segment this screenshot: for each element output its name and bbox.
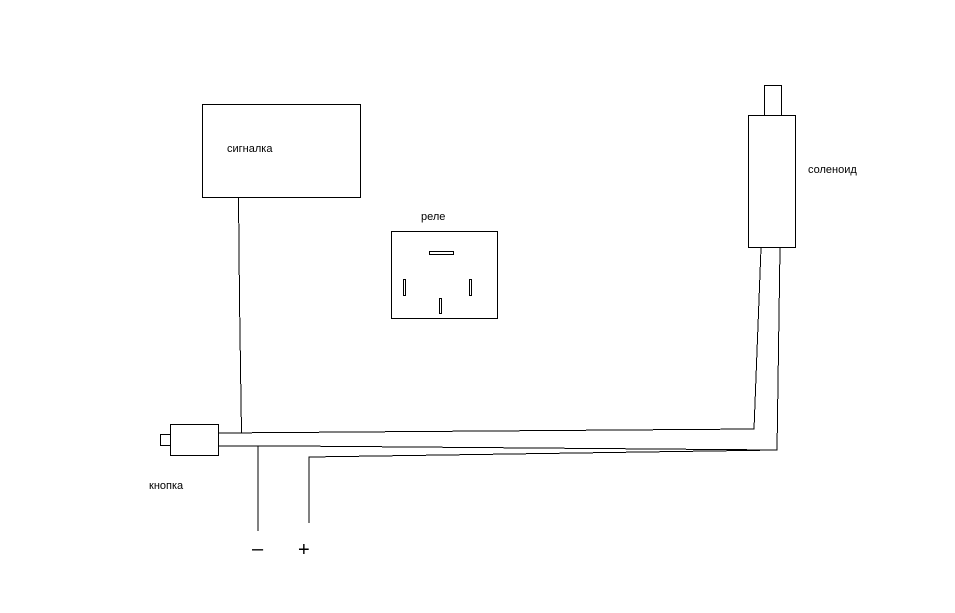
relay: реле <box>391 211 498 319</box>
relay-pin-bottom <box>439 298 442 314</box>
relay-pin-top <box>429 251 454 255</box>
solenoid-label: соленоид <box>808 164 857 176</box>
solenoid-body <box>748 115 796 248</box>
button-stem <box>160 434 171 446</box>
relay-box <box>391 231 498 319</box>
plus-sign: + <box>298 539 310 561</box>
relay-pin-right <box>469 279 472 296</box>
relay-pin-left <box>403 279 406 296</box>
minus-terminal: – <box>252 538 264 560</box>
wire-button-to-solenoid-upper <box>218 247 762 434</box>
alarm-wire <box>238 196 242 434</box>
alarm-label: сигналка <box>227 143 273 155</box>
alarm-box <box>202 104 361 198</box>
alarm-unit: сигналка <box>202 104 361 198</box>
relay-label: реле <box>421 211 445 223</box>
solenoid-plunger <box>764 85 782 116</box>
wire-lower-to-solenoid <box>258 247 781 451</box>
push-button: кнопка <box>149 424 219 492</box>
minus-sign: – <box>252 538 264 560</box>
wire-plus-feed <box>308 449 778 523</box>
solenoid: соленоид <box>748 85 857 248</box>
button-body <box>170 424 219 456</box>
button-label: кнопка <box>149 480 184 492</box>
wire-button-lower-to-minus <box>219 445 259 531</box>
plus-terminal: + <box>298 539 310 561</box>
